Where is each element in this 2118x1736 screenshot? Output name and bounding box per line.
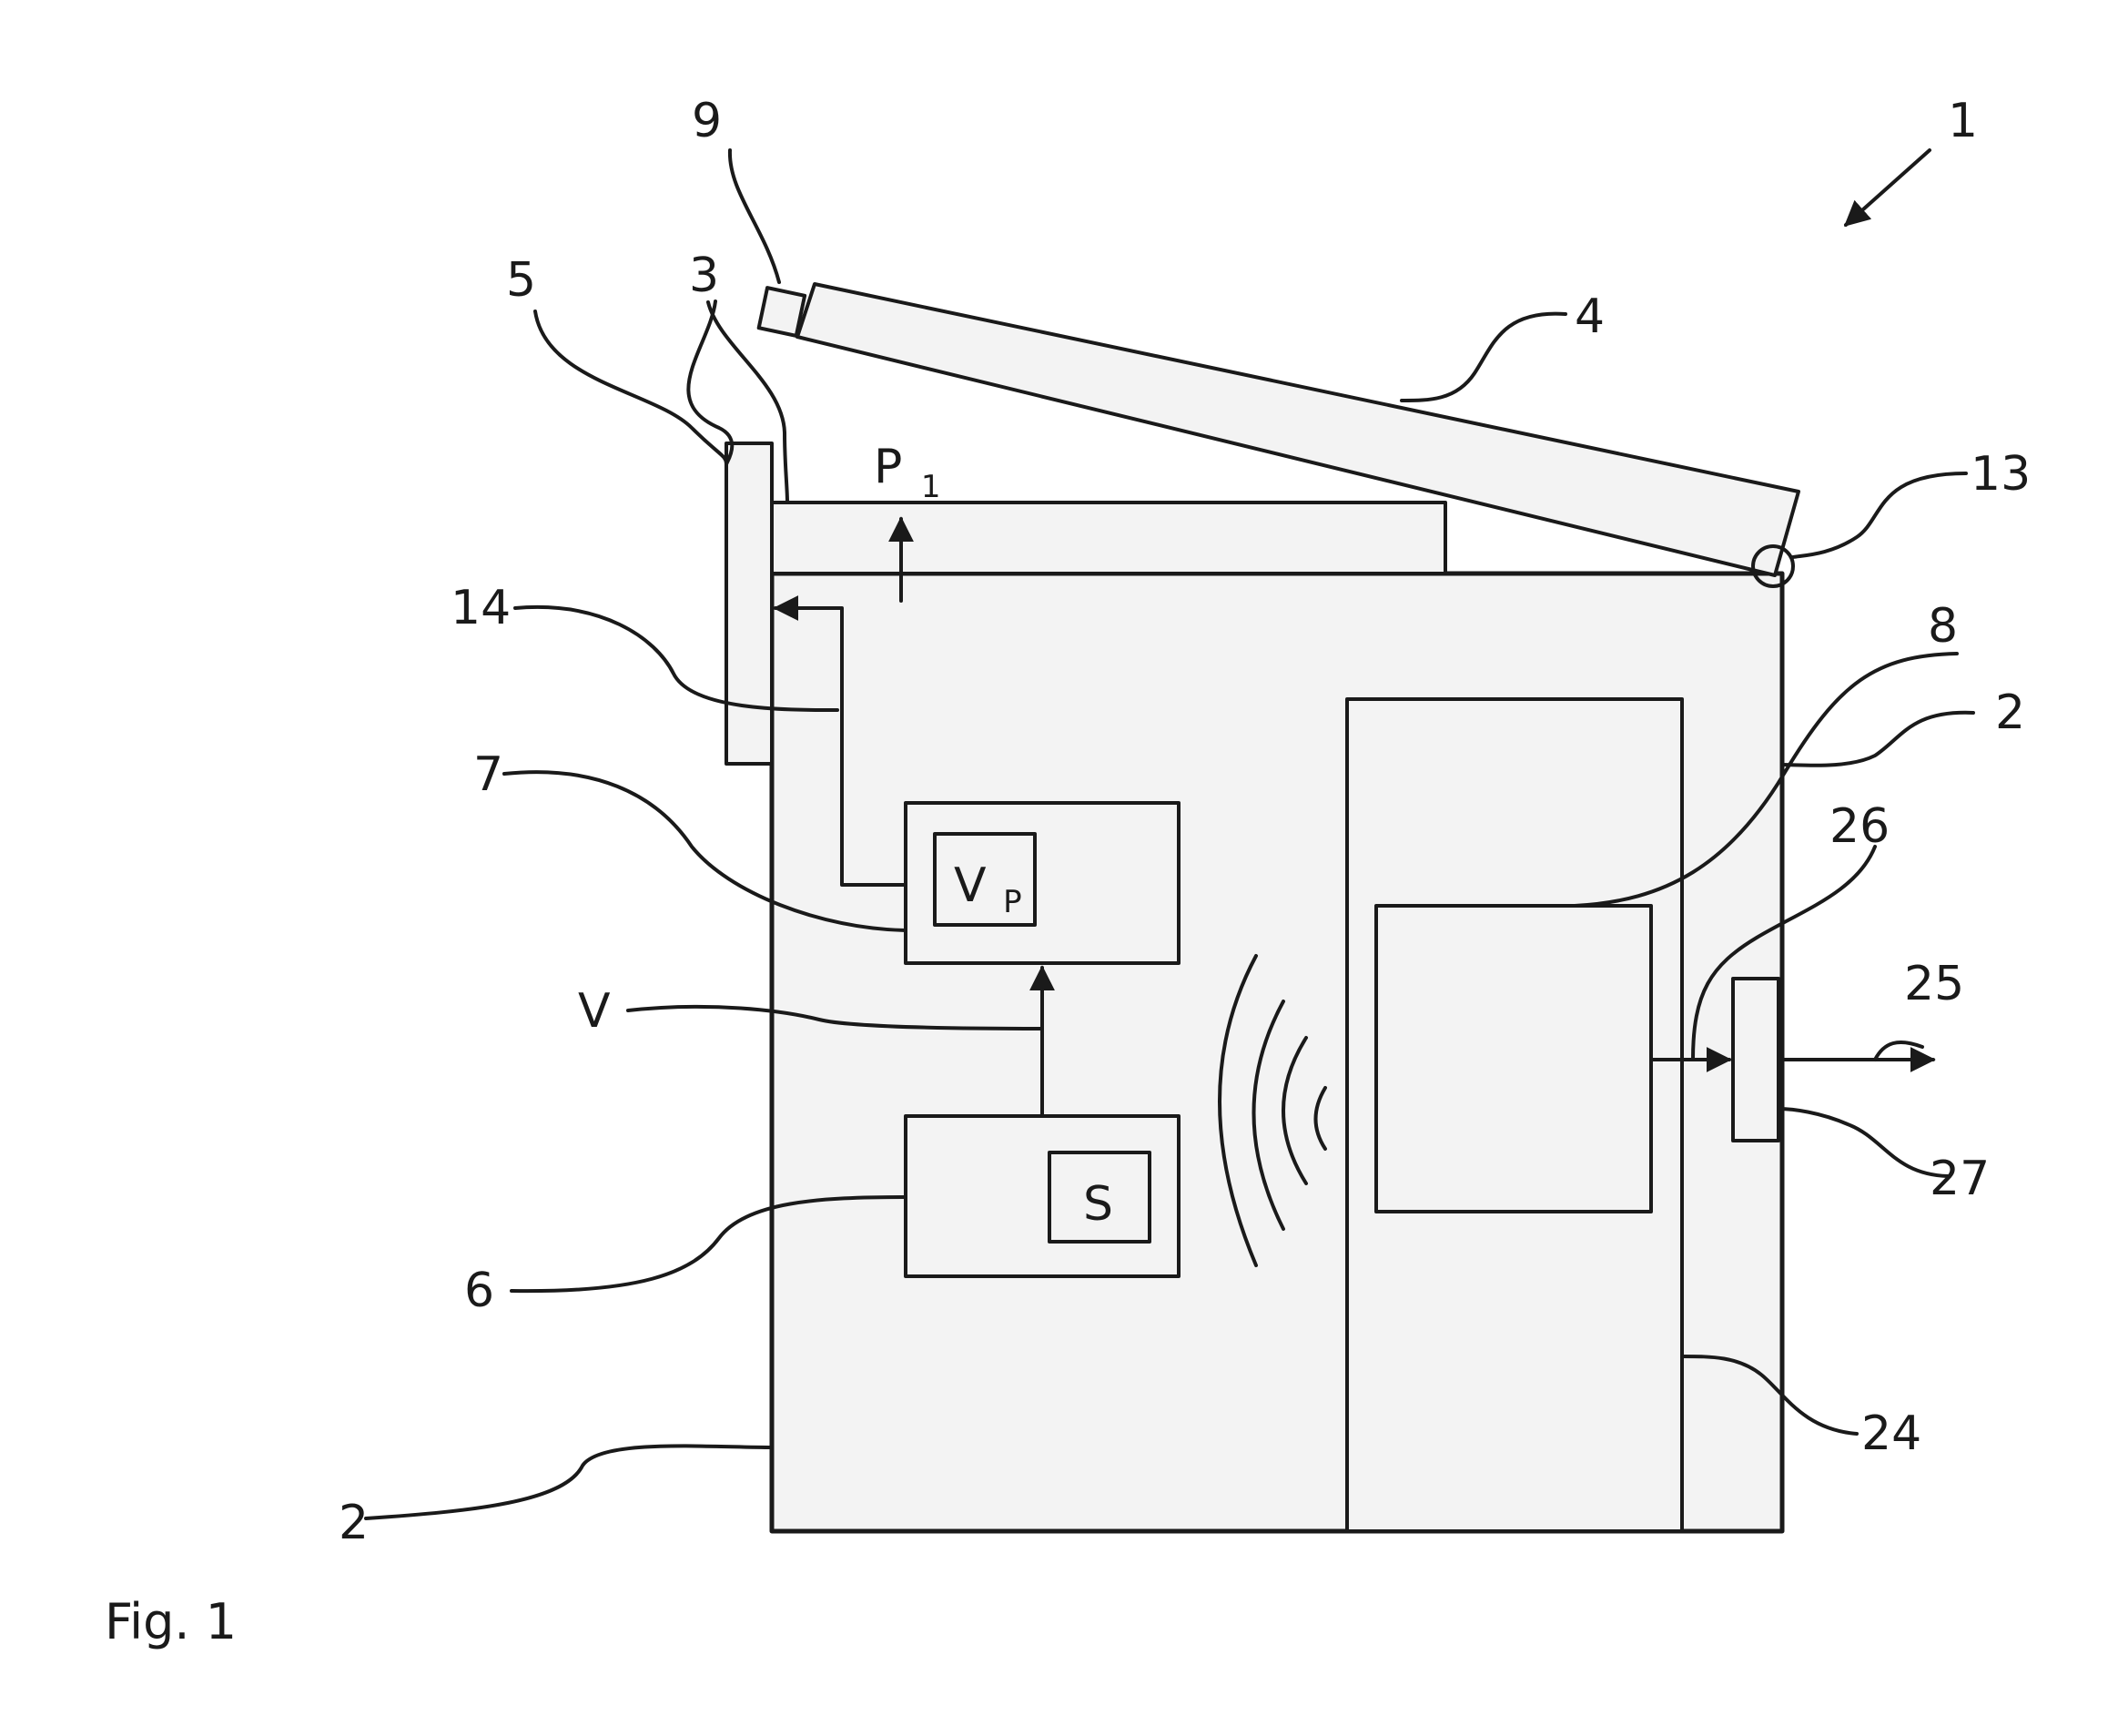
leader-7 [502,770,907,932]
label-v: V [578,984,611,1039]
wave-outer [1218,954,1258,1267]
label-4: 4 [1575,289,1605,344]
leader-4 [1400,311,1567,402]
leader-26 [1691,845,1877,1061]
lid [796,282,1800,577]
leader-6 [510,1195,907,1294]
vp-label: V P [954,858,1022,920]
opening-frame [770,501,1447,575]
label-2-left: 2 [339,1496,369,1550]
label-25: 25 [1904,957,1964,1011]
wave-2 [1252,1000,1285,1231]
label-1: 1 [1948,94,1978,148]
connector-14 [773,595,907,887]
leader-14 [513,605,839,712]
hinge-circle [1751,544,1795,588]
s-label: S [1083,1177,1113,1232]
vp-box [933,832,1037,927]
leader-3 [706,300,789,504]
leader-2-right [1780,710,1975,767]
leader-2-left [364,1444,774,1520]
device-arrow [1843,148,1931,227]
label-9: 9 [692,94,722,148]
label-7: 7 [473,747,503,802]
s-box [1048,1151,1151,1244]
p1-main: P [874,440,902,494]
sensor-unit-box [904,1114,1181,1278]
label-3: 3 [689,249,719,303]
leader-5-line [533,310,728,466]
leader-27 [1777,1107,1950,1178]
label-14: 14 [451,581,511,635]
label-6: 6 [464,1264,494,1318]
label-2-right: 2 [1995,685,2025,740]
p1-label: P 1 [874,440,941,505]
label-5: 5 [506,253,536,308]
leader-5 [686,299,735,466]
element-8-box [1374,904,1653,1213]
lid-knob [756,286,807,338]
control-unit-box [904,801,1181,965]
figure-caption: Fig. 1 [105,1593,237,1650]
p1-sub: 1 [921,469,941,505]
leader-v [626,1004,1044,1030]
label-13: 13 [1971,447,2031,502]
label-26: 26 [1829,799,1890,854]
label-27: 27 [1930,1152,1990,1206]
vp-sub: P [1003,884,1022,920]
leader-8 [1573,652,1959,908]
leader-24 [1680,1355,1859,1436]
label-24: 24 [1861,1406,1921,1461]
side-element [725,442,774,766]
leader-13 [1791,472,1968,559]
element-27-box [1731,977,1780,1142]
wave-inner [1313,1086,1327,1151]
vp-main: V [954,858,987,913]
leader-9 [727,148,781,284]
wave-3 [1282,1036,1308,1185]
leader-25 [1873,1040,1924,1061]
label-8: 8 [1928,599,1958,654]
